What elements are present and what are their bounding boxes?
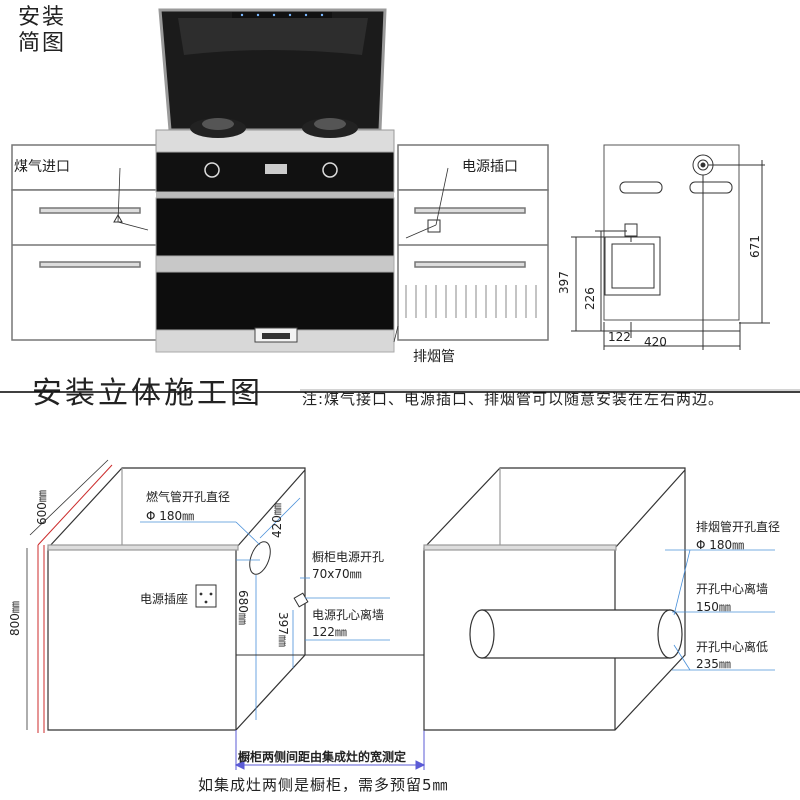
cabinet-power-hole [293, 592, 309, 608]
section-title: 安装立体施工图 [32, 376, 263, 411]
dim-600-label: 600㎜ [35, 490, 49, 525]
gas-hole-title: 燃气管开孔直径 [146, 490, 231, 504]
right-cabinet-box [423, 467, 686, 731]
exhaust-pipe [469, 609, 683, 659]
cab-power-value: 70x70㎜ [312, 567, 362, 581]
center-wall-title: 开孔中心离墙 [696, 582, 769, 596]
dim-600 [29, 459, 109, 536]
dim-680-label: 680㎜ [236, 590, 250, 625]
section-note: 注:煤气接口、电源插口、排烟管可以随意安装在左右两边。 [302, 390, 725, 408]
dim-226: 226 [583, 287, 597, 310]
gas-inlet-label: 煤气进口 [14, 159, 70, 175]
power-center-title: 电源孔心离墙 [312, 608, 385, 622]
corner-title-line1: 安装 [18, 5, 67, 30]
exhaust-hole-value: Φ 180㎜ [696, 538, 745, 552]
right-callouts [665, 549, 775, 671]
power-socket-label: 电源插口 [462, 159, 518, 175]
side-plan [571, 144, 770, 350]
bottom-bar-label: 橱柜两侧间距由集成灶的宽测定 [238, 750, 407, 764]
corner-title-line2: 简图 [18, 31, 67, 56]
power-center-value: 122㎜ [312, 625, 347, 639]
left-callouts [140, 497, 390, 720]
dim-671: 671 [748, 235, 762, 258]
dim-800-label: 800㎜ [8, 601, 22, 636]
power-socket-icon [195, 584, 217, 608]
gas-hole [249, 541, 271, 575]
center-floor-value: 235㎜ [696, 657, 731, 671]
right-cabinet [397, 144, 549, 341]
left-cabinet [11, 144, 159, 341]
dim-420-label: 420㎜ [270, 503, 284, 538]
dim-122: 122 [608, 330, 631, 344]
cab-power-title: 橱柜电源开孔 [312, 550, 385, 564]
width-dim [234, 730, 426, 770]
footer-note: 如集成灶两侧是橱柜，需多预留5㎜ [198, 776, 449, 794]
top-callout-lines [117, 167, 449, 343]
gas-inlet-marker [113, 213, 123, 223]
power-seat-label: 电源插座 [140, 592, 189, 606]
center-floor-title: 开孔中心离低 [696, 640, 769, 654]
red-edges [37, 464, 113, 733]
exhaust-hole-title: 排烟管开孔直径 [696, 520, 781, 534]
dim-397-label: 397㎜ [276, 612, 290, 647]
exhaust-pipe-label: 排烟管 [413, 349, 455, 365]
gas-hole-value: Φ 180㎜ [146, 509, 195, 523]
center-wall-value: 150㎜ [696, 600, 731, 614]
dim-420: 420 [644, 335, 667, 349]
power-inlet-marker [427, 219, 441, 233]
dim-397: 397 [557, 271, 571, 294]
integrated-stove [155, 8, 395, 353]
